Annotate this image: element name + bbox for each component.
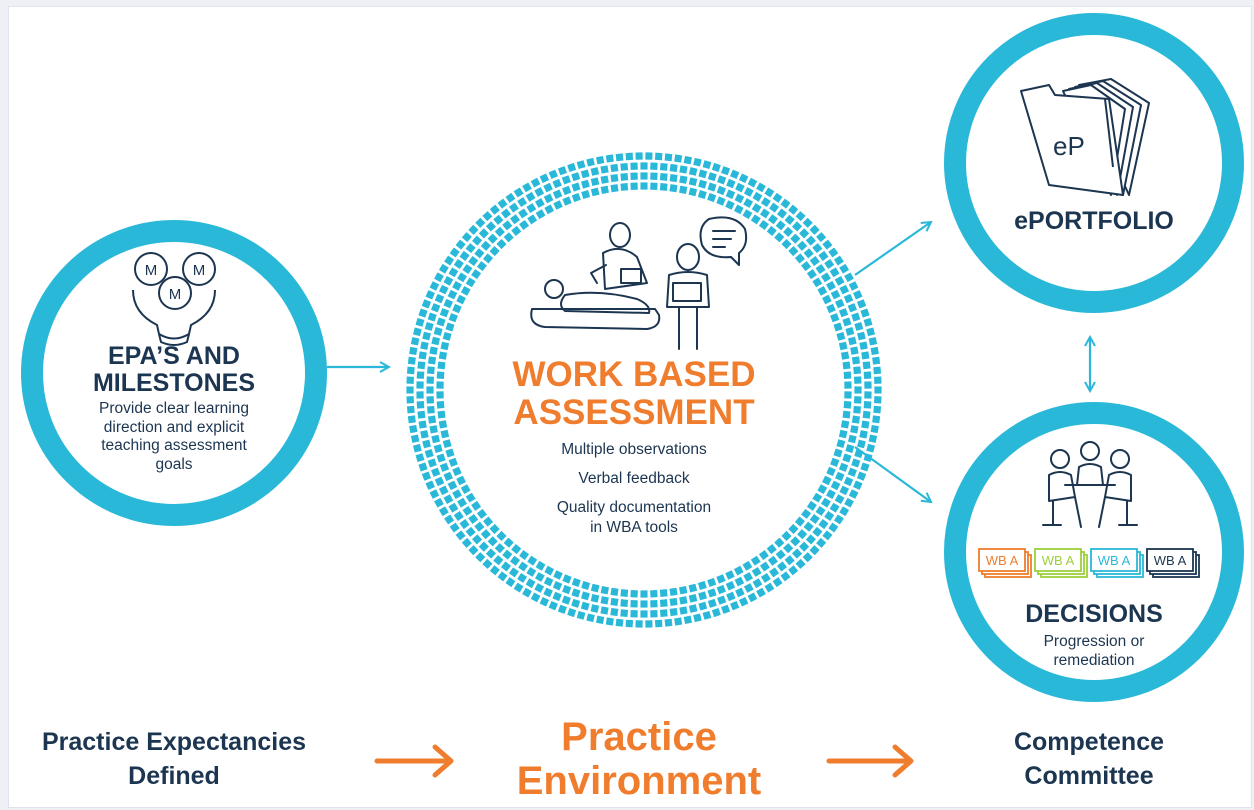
epa-desc-line: Provide clear learning <box>99 400 249 417</box>
stage-label-practice-expectancies: Practice Expectancies Defined <box>19 725 329 793</box>
stage-label-practice-environment: Practice Environment <box>479 715 799 803</box>
wba-item: in WBA tools <box>590 519 678 536</box>
decisions-description: Progression or remediation <box>974 633 1214 670</box>
committee-meeting-icon <box>1042 441 1138 528</box>
wba-title: WORK BASED ASSESSMENT <box>474 356 794 432</box>
wba-item: Quality documentation <box>556 499 712 516</box>
wba-item: Verbal feedback <box>578 470 690 487</box>
arrow-wba-to-eportfolio <box>854 222 931 276</box>
clinician-patient-observation-icon <box>530 216 748 350</box>
wba-card-label: WB A <box>1042 553 1075 568</box>
stage-label-line: Defined <box>128 762 220 790</box>
arrow-environment-to-committee <box>826 744 914 778</box>
wba-card: WB A <box>1090 548 1144 578</box>
milestone-badge-letter: M <box>193 262 206 279</box>
stage-label-line: Competence <box>1013 728 1165 756</box>
wba-card: WB A <box>1146 548 1200 578</box>
wba-item: Multiple observations <box>561 441 707 458</box>
milestones-funnel-icon: M M M <box>132 252 216 346</box>
wba-card-group: WB A WB A WB A WB A <box>978 548 1200 578</box>
wba-card-label: WB A <box>1098 553 1131 568</box>
milestone-badge-letter: M <box>145 262 158 279</box>
stage-label-line: Practice <box>561 715 717 759</box>
diagram-canvas: M M M <box>21 13 1244 778</box>
wba-items: Multiple observations Verbal feedback Qu… <box>484 440 784 538</box>
wba-card-label: WB A <box>986 553 1019 568</box>
decisions-desc-line: remediation <box>1053 651 1135 669</box>
epa-desc-line: teaching assessment <box>101 437 247 454</box>
epa-title-line: EPA’S AND <box>108 342 240 370</box>
arrow-wba-to-decisions <box>854 446 931 502</box>
eportfolio-title: ePORTFOLIO <box>1014 207 1174 235</box>
wba-circle <box>404 150 884 630</box>
wba-card: WB A <box>978 548 1032 578</box>
eportfolio-folder-icon: eP <box>1020 78 1150 196</box>
milestone-badge-letter: M <box>169 286 182 303</box>
decisions-title: DECISIONS <box>1025 600 1163 628</box>
wba-title-line: ASSESSMENT <box>513 393 755 432</box>
epa-desc-line: goals <box>155 455 193 473</box>
stage-label-line: Committee <box>1024 762 1154 790</box>
eportfolio-folder-label: eP <box>1053 131 1085 161</box>
wba-card: WB A <box>1034 548 1088 578</box>
wba-title-line: WORK BASED <box>512 355 756 394</box>
epa-desc-line: direction and explicit <box>103 418 245 436</box>
stage-label-competence-committee: Competence Committee <box>954 725 1224 793</box>
diagram-frame: M M M <box>8 6 1252 808</box>
decisions-desc-line: Progression or <box>1043 633 1145 650</box>
epa-title-line: MILESTONES <box>92 369 256 397</box>
stage-label-line: Environment <box>516 759 762 803</box>
arrow-practice-to-environment <box>374 744 454 778</box>
epa-description: Provide clear learning direction and exp… <box>54 400 294 474</box>
epa-circle <box>21 220 327 526</box>
wba-card-label: WB A <box>1154 553 1187 568</box>
epa-title: EPA’S AND MILESTONES <box>54 343 294 397</box>
stage-label-line: Practice Expectancies <box>41 728 307 756</box>
